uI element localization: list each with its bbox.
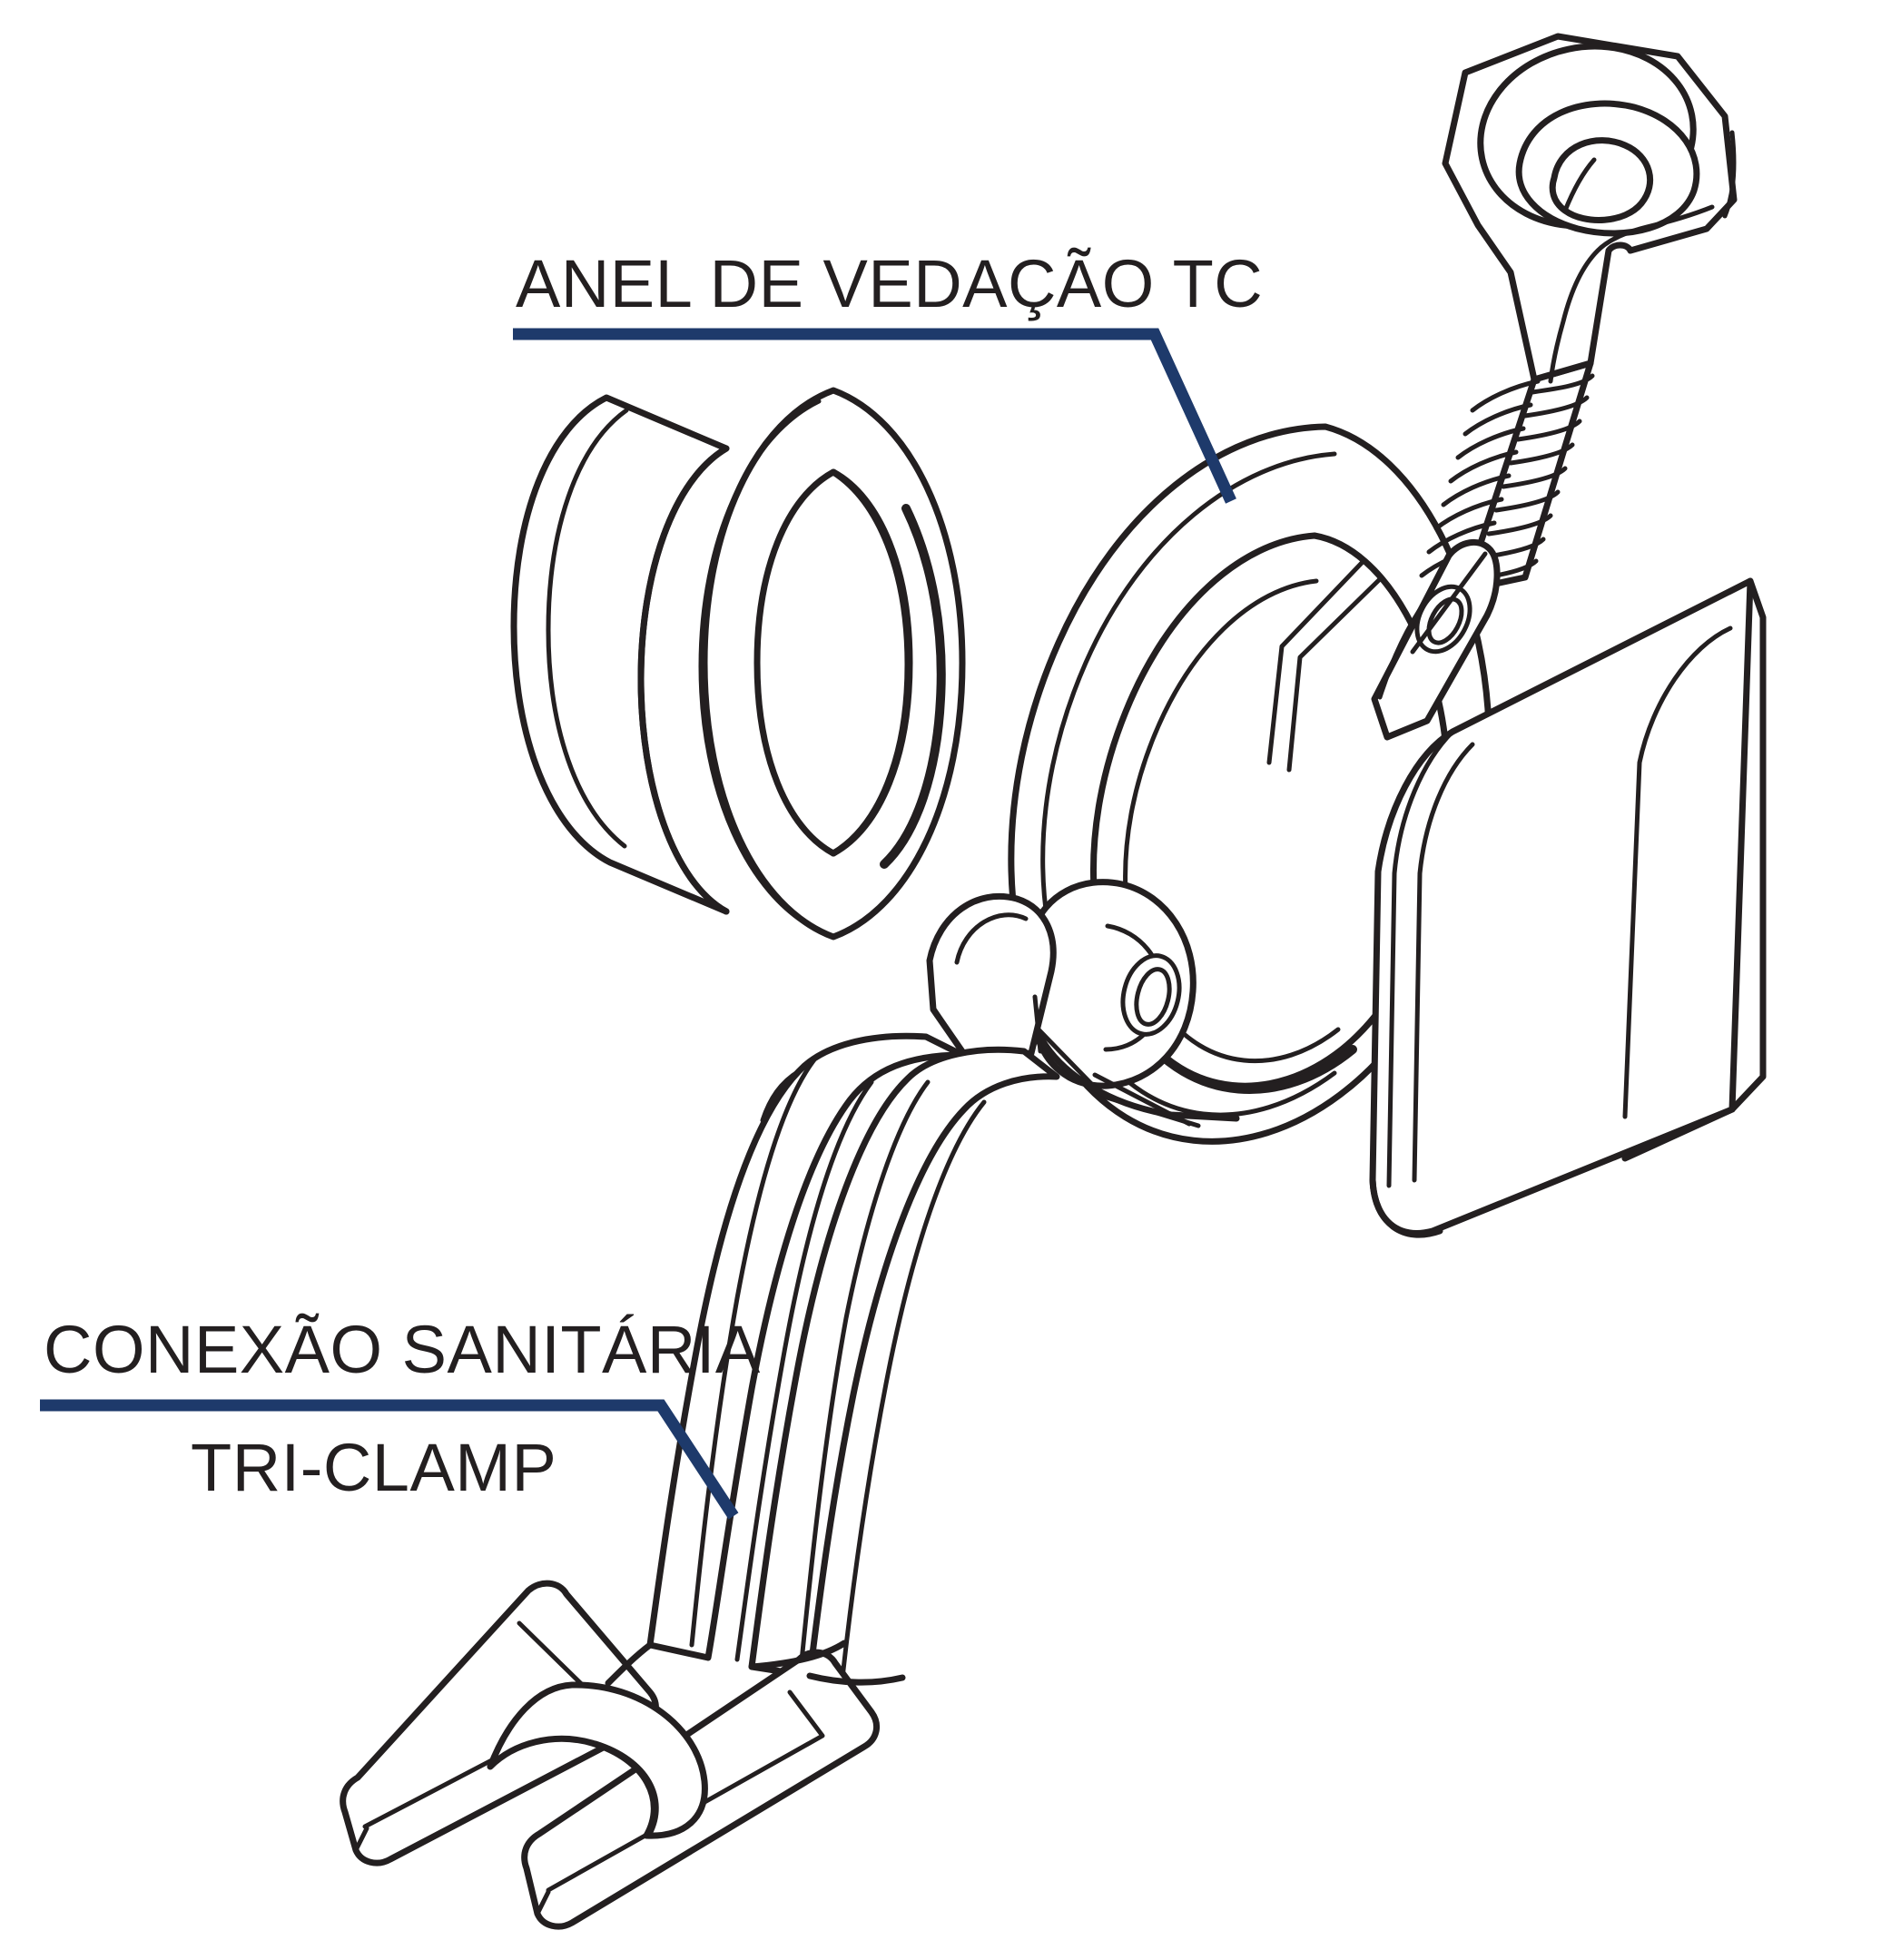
gasket-ring (698, 387, 966, 941)
ferrule-right (1369, 577, 1767, 1238)
hinge-pivot (1029, 879, 1240, 1128)
ferrule-left (510, 394, 730, 915)
clamp-fork-jaw (340, 1580, 906, 1930)
threaded-bolt (1419, 359, 1595, 594)
callout-label-anel: ANEL DE VEDAÇÃO TC (516, 246, 1264, 321)
clamp-saddle (926, 892, 1057, 1060)
callout-label-conexao-line1: CONEXÃO SANITÁRIA (44, 1312, 761, 1387)
callout-label-conexao-line2: TRI-CLAMP (191, 1430, 557, 1505)
callout-leaders (40, 328, 1236, 1520)
wing-nut (1442, 33, 1738, 384)
upper-pivot-lug (1371, 539, 1501, 741)
